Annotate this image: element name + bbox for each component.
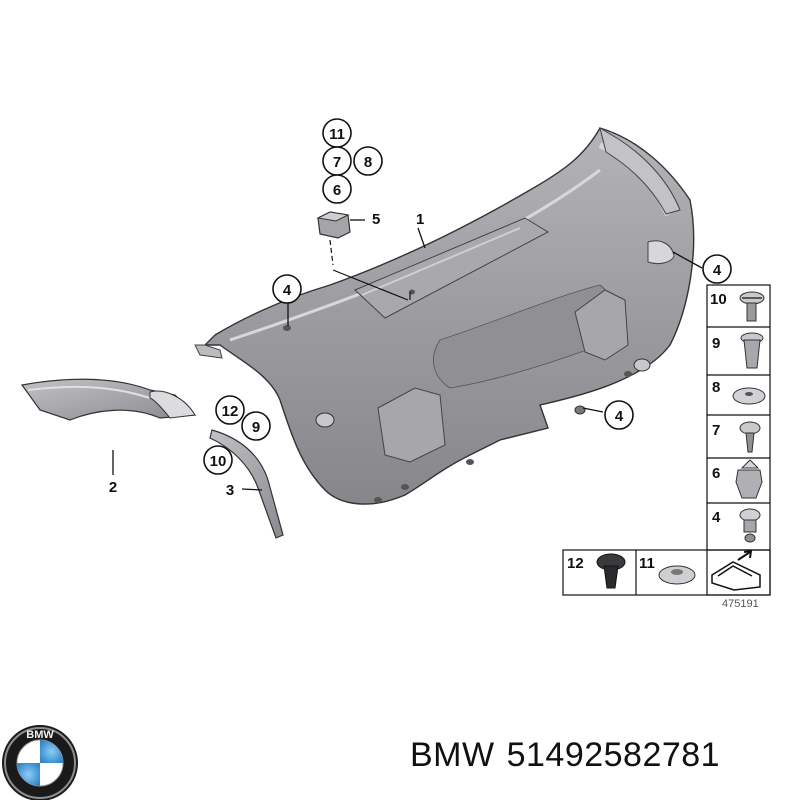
push-pin-12-icon <box>596 553 626 589</box>
caption-brand: BMW <box>410 736 495 774</box>
washer-8-icon <box>732 387 766 405</box>
callout-label: 9 <box>252 419 260 436</box>
legend-label-8: 8 <box>712 379 720 396</box>
callout-label: 4 <box>713 262 722 279</box>
callout-1: 1 <box>416 211 424 228</box>
bmw-logo: BMW <box>2 725 78 800</box>
callout-4-left: 4 <box>272 274 302 304</box>
legend-label-7: 7 <box>712 422 720 439</box>
screw-10-icon <box>739 291 765 322</box>
callout-label: 7 <box>333 154 341 171</box>
callout-5: 5 <box>372 211 380 228</box>
clip-6-icon <box>735 459 763 499</box>
callout-4-right: 4 <box>702 254 732 284</box>
rivet-4-icon <box>739 508 761 543</box>
callout-7-top: 7 <box>322 146 352 176</box>
callout-9-left: 9 <box>241 411 271 441</box>
callout-label: 4 <box>615 408 624 425</box>
callout-label: 8 <box>364 154 372 171</box>
callout-11-top: 11 <box>322 118 352 148</box>
callout-label: 4 <box>283 282 292 299</box>
callout-3: 3 <box>226 482 234 499</box>
callout-label: 12 <box>222 403 239 420</box>
sealing-tape-icon <box>711 549 761 591</box>
callout-12-left: 12 <box>215 395 245 425</box>
caption-part-number: 51492582781 <box>506 736 721 774</box>
callout-2: 2 <box>109 479 117 496</box>
trunk-lid-trim-panel <box>194 126 695 505</box>
callout-8-top: 8 <box>353 146 383 176</box>
trim-strip-part-3 <box>209 429 284 539</box>
logo-lettering: BMW <box>26 729 54 741</box>
part-caption: BMW 51492582781 <box>410 736 732 775</box>
callout-10-left: 10 <box>203 445 233 475</box>
legend-label-12: 12 <box>567 555 584 572</box>
callout-6-top: 6 <box>322 174 352 204</box>
leader-lines <box>112 219 703 491</box>
callout-label: 6 <box>333 182 341 199</box>
screw-7-icon <box>739 421 761 453</box>
legend-label-11: 11 <box>639 555 655 572</box>
callout-label: 10 <box>210 453 227 470</box>
legend-label-9: 9 <box>712 335 720 352</box>
legend-label-10: 10 <box>710 291 727 308</box>
trim-strip-part-2 <box>20 378 197 421</box>
drawing-number: 475191 <box>722 598 759 610</box>
clip-part-5 <box>316 211 411 301</box>
legend-label-4: 4 <box>712 509 721 526</box>
grommet-11-icon <box>658 565 696 585</box>
legend-label-6: 6 <box>712 465 720 482</box>
fastener-legend: 10 9 8 7 6 4 12 11 <box>562 284 771 610</box>
expanding-nut-9-icon <box>740 332 764 369</box>
callout-label: 11 <box>329 126 345 143</box>
callout-4-lower: 4 <box>604 400 634 430</box>
